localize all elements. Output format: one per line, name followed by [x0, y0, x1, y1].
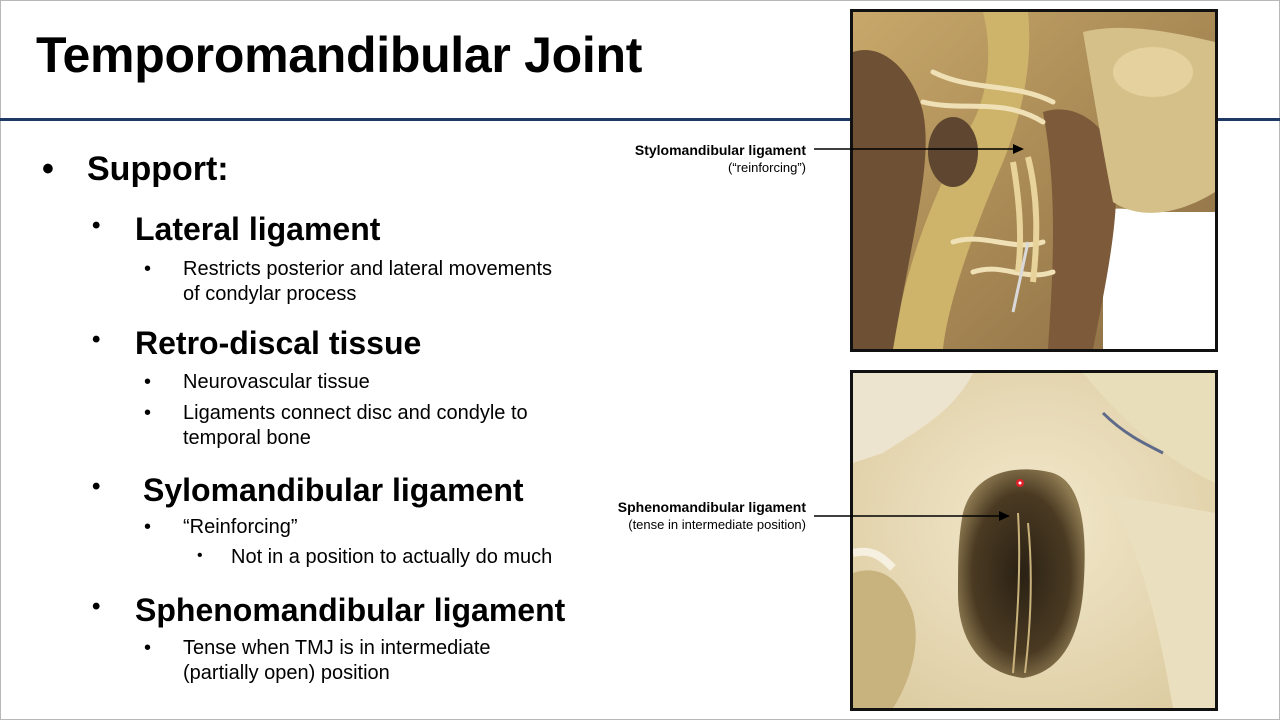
- callout-stylomandibular-name: Stylomandibular ligament: [634, 142, 806, 158]
- retro-point-2-line-2: temporal bone: [183, 427, 311, 449]
- bullet-dot: •: [92, 593, 101, 620]
- lateral-text-line-2: of condylar process: [183, 283, 357, 305]
- bullet-lateral-ligament: Lateral ligament: [135, 211, 381, 247]
- bullet-dot: •: [144, 637, 152, 659]
- callout-stylomandibular: Stylomandibular ligament (“reinforcing”): [635, 141, 806, 176]
- stylo-point-1: “Reinforcing”: [183, 516, 298, 538]
- bullet-dot: •: [144, 402, 152, 424]
- callout-sphenomandibular-note: (tense in intermediate position): [628, 517, 806, 532]
- bullet-support: Support:: [87, 150, 229, 188]
- spheno-text-line-1: Tense when TMJ is in intermediate: [183, 637, 491, 659]
- retro-point-1: Neurovascular tissue: [183, 371, 370, 393]
- bullet-dot: •: [92, 473, 101, 500]
- slide-title: Temporomandibular Joint: [36, 27, 643, 83]
- bullet-dot: •: [92, 212, 101, 239]
- bullet-dot: •: [197, 547, 203, 564]
- stylo-subpoint: Not in a position to actually do much: [231, 546, 553, 568]
- bullet-dot: •: [92, 326, 101, 353]
- bullet-dot: •: [42, 150, 54, 188]
- retro-point-2-line-1: Ligaments connect disc and condyle to: [183, 402, 528, 424]
- title-divider: [0, 118, 1280, 121]
- callout-sphenomandibular-name: Sphenomandibular ligament: [617, 499, 806, 515]
- bullet-dot: •: [144, 371, 152, 393]
- bullet-sphenomandibular-ligament: Sphenomandibular ligament: [135, 592, 566, 628]
- spheno-text-line-2: (partially open) position: [183, 662, 390, 684]
- bullet-dot: •: [144, 258, 152, 280]
- bullet-dot: •: [144, 516, 152, 538]
- bullet-stylomandibular-ligament: Sylomandibular ligament: [143, 472, 524, 508]
- callout-stylomandibular-note: (“reinforcing”): [727, 160, 806, 175]
- stylomandibular-dissection-photo: [850, 9, 1218, 352]
- arrow-sphenomandibular-icon: [814, 511, 1010, 521]
- arrow-stylomandibular-icon: [814, 144, 1024, 154]
- bullet-retro-discal-tissue: Retro-discal tissue: [135, 325, 422, 361]
- callout-sphenomandibular: Sphenomandibular ligament (tense in inte…: [618, 498, 806, 533]
- sphenomandibular-dissection-photo: [850, 370, 1218, 711]
- lateral-text-line-1: Restricts posterior and lateral movement…: [183, 258, 553, 280]
